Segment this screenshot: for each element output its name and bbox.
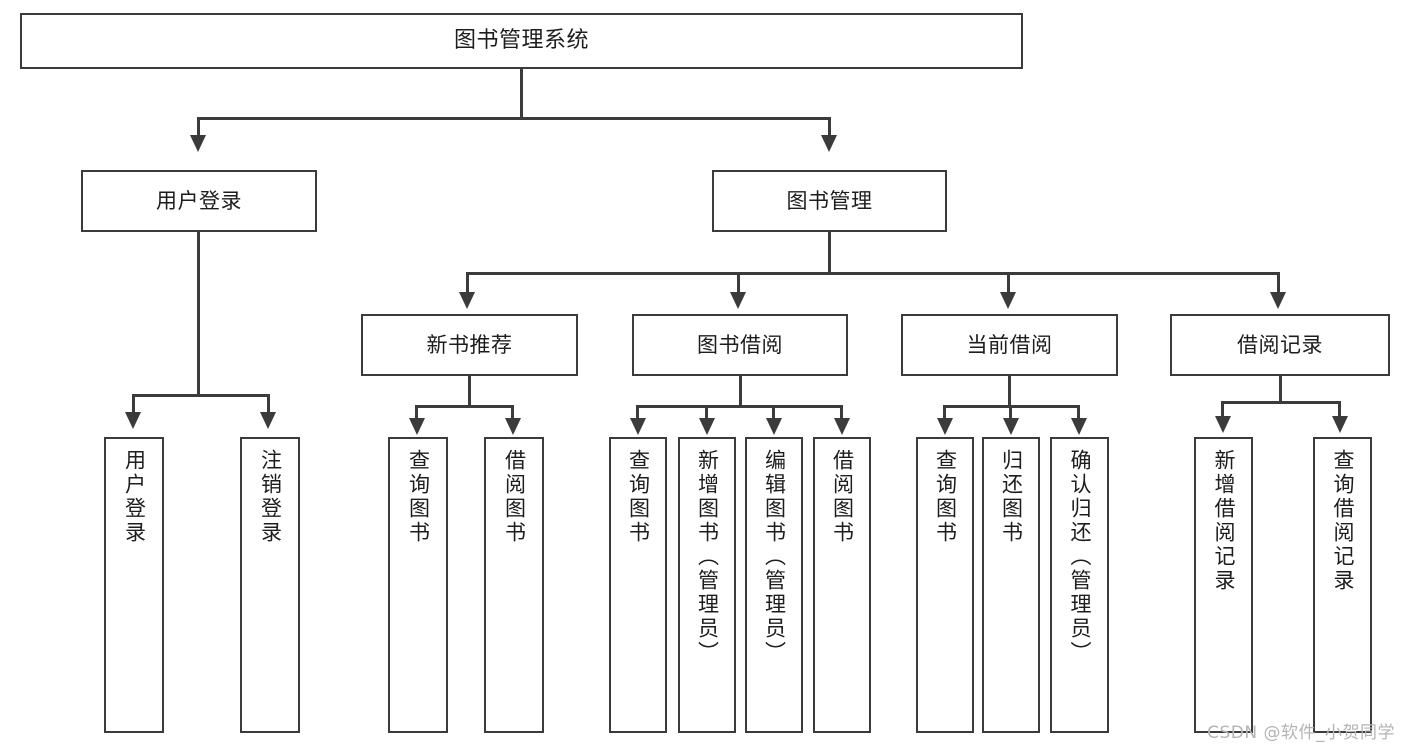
node-book-borrow[interactable]: 图书借阅 xyxy=(632,314,848,376)
node-leaf-query-borrow-record[interactable]: 查询借阅记录 xyxy=(1313,437,1372,733)
node-leaf-add-book-admin[interactable]: 新增图书（管理员） xyxy=(678,437,736,733)
arrow-bookmgmt-to-records xyxy=(1270,292,1286,309)
node-leaf-edit-book-admin[interactable]: 编辑图书（管理员） xyxy=(745,437,803,733)
arrow-root-to-login xyxy=(190,135,206,152)
arrow-root-to-bookmgmt xyxy=(821,135,837,152)
node-leaf-user-login-label: 用户登录 xyxy=(122,449,147,545)
csdn-watermark: CSDN @软件_小贺同学 xyxy=(1207,723,1395,743)
connector-root-stem xyxy=(520,69,523,117)
connector-bookmgmt-to-borrow xyxy=(737,272,740,294)
connector-borrow-bar xyxy=(636,405,842,408)
connector-current-to-leaf11 xyxy=(1077,405,1080,420)
connector-root-bar xyxy=(197,117,831,120)
node-book-management[interactable]: 图书管理 xyxy=(712,170,947,232)
connector-bookmgmt-to-records xyxy=(1277,272,1280,294)
connector-root-to-bookmgmt xyxy=(828,117,831,137)
connector-newbook-stem xyxy=(468,376,471,408)
arrow-newbook-to-leaf3 xyxy=(409,418,425,435)
node-leaf-edit-book-admin-label: 编辑图书（管理员） xyxy=(762,449,787,665)
node-leaf-confirm-return-admin-label: 确认归还（管理员） xyxy=(1068,449,1092,665)
connector-records-bar xyxy=(1221,401,1341,404)
node-user-login-label: 用户登录 xyxy=(156,188,242,213)
arrow-records-to-leaf13 xyxy=(1332,416,1348,433)
node-new-book-recommend[interactable]: 新书推荐 xyxy=(361,314,578,376)
node-leaf-confirm-return-admin[interactable]: 确认归还（管理员） xyxy=(1050,437,1109,733)
node-leaf-borrow-book-borrow-label: 借阅图书 xyxy=(830,449,855,545)
node-leaf-query-book-current[interactable]: 查询图书 xyxy=(916,437,974,733)
node-leaf-add-borrow-record-label: 新增借阅记录 xyxy=(1212,449,1236,593)
node-borrow-records-label: 借阅记录 xyxy=(1237,332,1323,357)
node-current-borrow-label: 当前借阅 xyxy=(966,332,1053,357)
arrow-login-to-leaf1 xyxy=(125,412,141,429)
node-leaf-borrow-book-newbook-label: 借阅图书 xyxy=(502,449,527,545)
connector-bookmgmt-stem xyxy=(828,232,831,272)
node-leaf-query-book-current-label: 查询图书 xyxy=(933,449,958,545)
node-leaf-query-book-newbook-label: 查询图书 xyxy=(406,449,431,545)
node-current-borrow[interactable]: 当前借阅 xyxy=(901,314,1118,376)
connector-borrow-to-leaf5 xyxy=(636,405,639,420)
connector-login-to-leaf1 xyxy=(132,394,135,414)
arrow-current-to-leaf11 xyxy=(1071,418,1087,435)
arrow-bookmgmt-to-current xyxy=(1000,292,1016,309)
node-borrow-records[interactable]: 借阅记录 xyxy=(1170,314,1390,376)
connector-newbook-to-leaf3 xyxy=(415,405,418,420)
connector-newbook-bar xyxy=(415,405,513,408)
arrow-borrow-to-leaf5 xyxy=(630,418,646,435)
connector-borrow-to-leaf7 xyxy=(772,405,775,420)
node-leaf-query-borrow-record-label: 查询借阅记录 xyxy=(1331,449,1355,593)
connector-borrow-stem xyxy=(739,376,742,408)
node-leaf-add-book-admin-label: 新增图书（管理员） xyxy=(695,449,720,665)
connector-newbook-to-leaf4 xyxy=(511,405,514,420)
connector-records-to-leaf12 xyxy=(1221,401,1224,418)
node-leaf-borrow-book-borrow[interactable]: 借阅图书 xyxy=(813,437,871,733)
node-leaf-add-borrow-record[interactable]: 新增借阅记录 xyxy=(1194,437,1253,733)
connector-records-stem xyxy=(1279,376,1282,404)
arrow-records-to-leaf12 xyxy=(1215,416,1231,433)
node-root[interactable]: 图书管理系统 xyxy=(20,13,1023,69)
arrow-borrow-to-leaf8 xyxy=(834,418,850,435)
node-leaf-logout-label: 注销登录 xyxy=(258,449,283,545)
arrow-current-to-leaf9 xyxy=(937,418,953,435)
node-book-borrow-label: 图书借阅 xyxy=(697,332,783,357)
connector-current-to-leaf9 xyxy=(943,405,946,420)
connector-bookmgmt-to-current xyxy=(1007,272,1010,294)
node-leaf-return-book-label: 归还图书 xyxy=(999,449,1024,545)
node-leaf-query-book-borrow[interactable]: 查询图书 xyxy=(609,437,667,733)
connector-login-to-leaf2 xyxy=(267,394,270,414)
connector-bookmgmt-to-newbook xyxy=(466,272,469,294)
connector-login-bar xyxy=(132,394,269,397)
node-leaf-query-book-borrow-label: 查询图书 xyxy=(626,449,651,545)
node-root-label: 图书管理系统 xyxy=(453,28,589,54)
node-book-management-label: 图书管理 xyxy=(786,188,873,213)
node-leaf-borrow-book-newbook[interactable]: 借阅图书 xyxy=(484,437,544,733)
arrow-borrow-to-leaf7 xyxy=(766,418,782,435)
connector-borrow-to-leaf8 xyxy=(840,405,843,420)
node-leaf-return-book[interactable]: 归还图书 xyxy=(982,437,1040,733)
node-leaf-query-book-newbook[interactable]: 查询图书 xyxy=(388,437,448,733)
connector-borrow-to-leaf6 xyxy=(705,405,708,420)
node-leaf-logout[interactable]: 注销登录 xyxy=(240,437,300,733)
connector-current-to-leaf10 xyxy=(1009,405,1012,420)
node-leaf-user-login[interactable]: 用户登录 xyxy=(104,437,164,733)
connector-root-to-login xyxy=(197,117,200,137)
connector-login-stem xyxy=(197,232,200,394)
arrow-borrow-to-leaf6 xyxy=(699,418,715,435)
connector-records-to-leaf13 xyxy=(1338,401,1341,418)
arrow-bookmgmt-to-newbook xyxy=(459,292,475,309)
arrow-current-to-leaf10 xyxy=(1003,418,1019,435)
arrow-newbook-to-leaf4 xyxy=(505,418,521,435)
connector-bookmgmt-bar xyxy=(466,272,1280,275)
arrow-login-to-leaf2 xyxy=(260,412,276,429)
arrow-bookmgmt-to-borrow xyxy=(730,292,746,309)
node-user-login[interactable]: 用户登录 xyxy=(81,170,317,232)
connector-current-stem xyxy=(1008,376,1011,408)
node-new-book-recommend-label: 新书推荐 xyxy=(426,332,513,357)
